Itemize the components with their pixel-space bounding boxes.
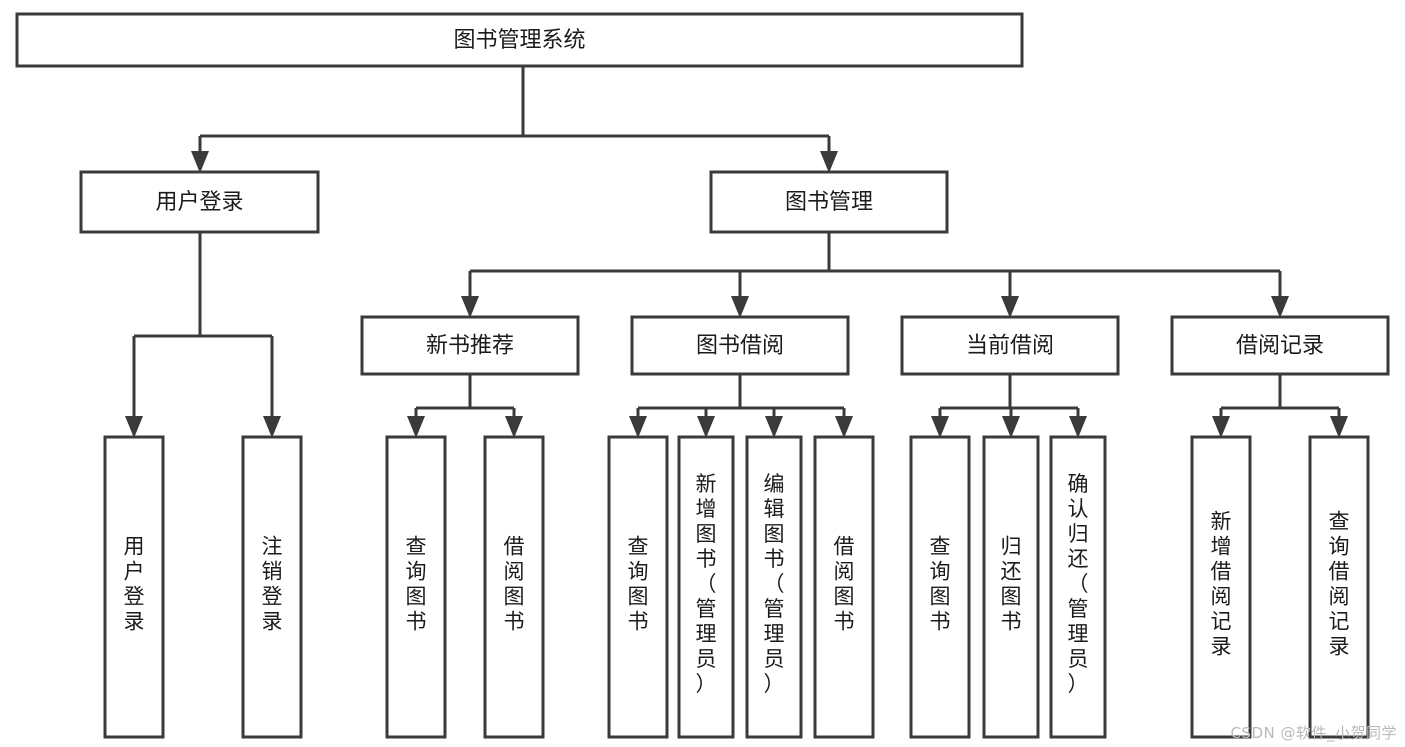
node-leaf-query-book-1[interactable]: 查询图书	[385, 435, 447, 739]
node-label: 查询图书	[406, 535, 427, 634]
node-layer: 图书管理系统用户登录图书管理新书推荐图书借阅当前借阅借阅记录用户登录注销登录查询…	[15, 12, 1390, 739]
node-label: 用户登录	[155, 190, 243, 215]
arrow-head-icon	[835, 416, 853, 438]
node-box[interactable]	[360, 315, 580, 376]
edge-user-login-bus	[125, 232, 281, 438]
node-label: 查询图书	[930, 535, 951, 634]
node-leaf-query-book-3[interactable]: 查询图书	[909, 435, 971, 739]
arrow-head-icon	[1212, 416, 1230, 438]
arrow-head-icon	[1069, 416, 1087, 438]
node-label: 借阅记录	[1236, 334, 1324, 359]
node-box[interactable]	[709, 170, 949, 234]
node-label: 借阅图书	[834, 535, 855, 634]
arrow-head-icon	[461, 296, 479, 318]
node-label: 当前借阅	[966, 334, 1054, 359]
arrow-head-icon	[1330, 416, 1348, 438]
arrow-head-icon	[765, 416, 783, 438]
arrow-head-icon	[505, 416, 523, 438]
arrow-head-icon	[263, 416, 281, 438]
edge-root-bus	[191, 66, 838, 173]
edge-borrow-record-bus	[1212, 374, 1348, 438]
node-current-borrow[interactable]: 当前借阅	[900, 315, 1120, 376]
node-label: 查询借阅记录	[1329, 510, 1350, 659]
node-label: 新增图书（管理员）	[696, 472, 717, 696]
node-box[interactable]	[607, 435, 669, 739]
node-user-login[interactable]: 用户登录	[79, 170, 320, 234]
node-label: 图书管理系统	[453, 28, 585, 53]
arrow-head-icon	[629, 416, 647, 438]
arrow-head-icon	[1271, 296, 1289, 318]
arrow-head-icon	[125, 416, 143, 438]
node-box[interactable]	[483, 435, 545, 739]
edge-new-book-bus	[407, 374, 523, 438]
edge-current-borrow-bus	[931, 374, 1087, 438]
node-box[interactable]	[15, 12, 1024, 68]
node-label: 新增借阅记录	[1211, 510, 1232, 659]
node-box[interactable]	[1170, 315, 1390, 376]
arrow-head-icon	[407, 416, 425, 438]
arrow-head-icon	[191, 151, 209, 173]
node-box[interactable]	[241, 435, 303, 739]
node-box[interactable]	[630, 315, 850, 376]
node-label: 借阅图书	[504, 535, 525, 634]
node-leaf-edit-book[interactable]: 编辑图书（管理员）	[745, 435, 803, 739]
node-box[interactable]	[982, 435, 1040, 739]
node-box[interactable]	[813, 435, 875, 739]
node-box[interactable]	[900, 315, 1120, 376]
node-label: 新书推荐	[426, 334, 514, 359]
node-box[interactable]	[1308, 435, 1370, 739]
node-leaf-user-login[interactable]: 用户登录	[103, 435, 165, 739]
node-label: 编辑图书（管理员）	[764, 472, 785, 696]
node-leaf-return-book[interactable]: 归还图书	[982, 435, 1040, 739]
arrow-head-icon	[931, 416, 949, 438]
arrow-head-icon	[1002, 416, 1020, 438]
node-box[interactable]	[909, 435, 971, 739]
arrow-head-icon	[731, 296, 749, 318]
connector-layer	[125, 66, 1348, 438]
node-leaf-add-book[interactable]: 新增图书（管理员）	[677, 435, 735, 739]
node-label: 归还图书	[1001, 535, 1022, 634]
node-label: 确认归还（管理员）	[1068, 472, 1089, 696]
node-new-book-recommend[interactable]: 新书推荐	[360, 315, 580, 376]
node-box[interactable]	[385, 435, 447, 739]
node-box[interactable]	[79, 170, 320, 234]
node-borrow-record[interactable]: 借阅记录	[1170, 315, 1390, 376]
node-leaf-borrow-book-2[interactable]: 借阅图书	[813, 435, 875, 739]
node-leaf-confirm-return[interactable]: 确认归还（管理员）	[1049, 435, 1107, 739]
arrow-head-icon	[697, 416, 715, 438]
node-book-manage[interactable]: 图书管理	[709, 170, 949, 234]
node-box[interactable]	[1049, 435, 1107, 739]
edge-book-borrow-bus	[629, 374, 853, 438]
arrow-head-icon	[1001, 296, 1019, 318]
edge-book-manage-bus	[461, 232, 1289, 318]
node-box[interactable]	[1190, 435, 1252, 739]
node-box[interactable]	[745, 435, 803, 739]
node-label: 查询图书	[628, 535, 649, 634]
node-label: 用户登录	[124, 535, 145, 634]
node-leaf-borrow-book-1[interactable]: 借阅图书	[483, 435, 545, 739]
node-box[interactable]	[677, 435, 735, 739]
csdn-watermark: CSDN @软件_小贺同学	[1230, 724, 1397, 742]
node-leaf-logout[interactable]: 注销登录	[241, 435, 303, 739]
node-root[interactable]: 图书管理系统	[15, 12, 1024, 68]
node-book-borrow[interactable]: 图书借阅	[630, 315, 850, 376]
node-leaf-query-record[interactable]: 查询借阅记录	[1308, 435, 1370, 739]
node-label: 图书借阅	[696, 334, 784, 359]
node-label: 注销登录	[262, 535, 283, 634]
node-label: 图书管理	[785, 190, 873, 215]
arrow-head-icon	[820, 151, 838, 173]
node-leaf-add-record[interactable]: 新增借阅记录	[1190, 435, 1252, 739]
node-box[interactable]	[103, 435, 165, 739]
node-leaf-query-book-2[interactable]: 查询图书	[607, 435, 669, 739]
